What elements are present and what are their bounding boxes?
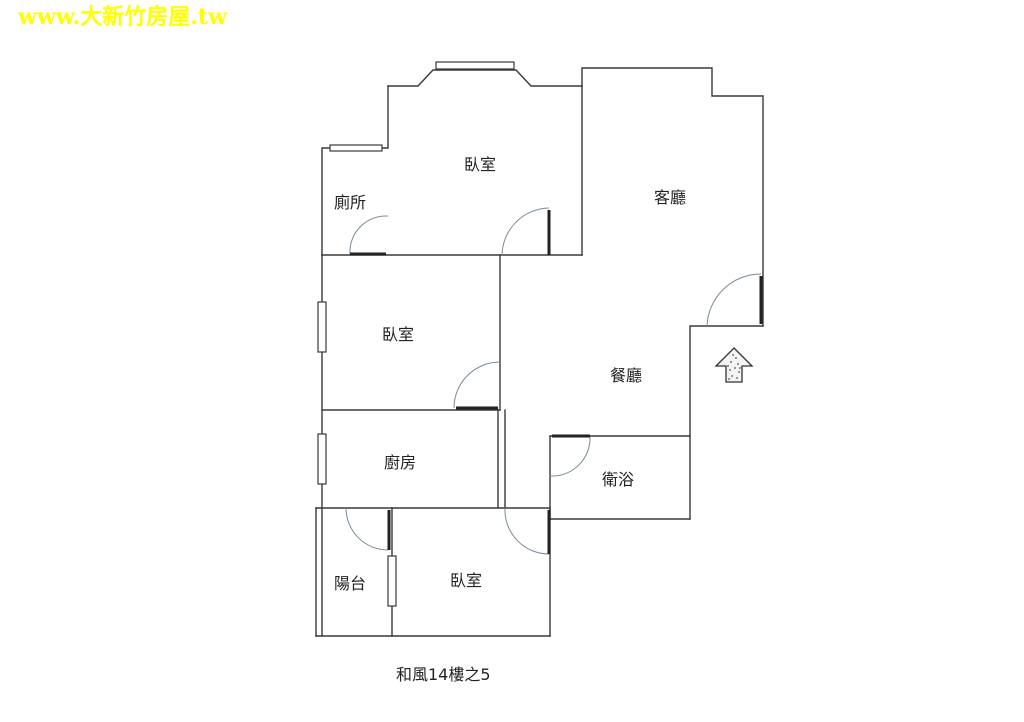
site-watermark: www.大新竹房屋.tw: [18, 4, 228, 30]
living-room-outer-wall: [581, 67, 764, 327]
window-kitchen: [317, 433, 327, 485]
walls: [315, 67, 764, 637]
room-label-toilet: 廁所: [334, 193, 367, 212]
floor-plan-caption: 和風14樓之5: [396, 665, 491, 684]
toilet-wall: [321, 85, 389, 256]
room-label-bedroom-top: 臥室: [464, 155, 497, 174]
room-label-bedroom-middle: 臥室: [382, 325, 415, 344]
doors: [345, 207, 763, 555]
door-arc-bathroom: [549, 435, 591, 477]
window-bay: [435, 61, 515, 70]
door-arc-bedroom-middle: [453, 361, 501, 409]
window-toilet: [329, 144, 383, 152]
door-arc-entrance: [706, 273, 762, 327]
room-label-kitchen: 廚房: [384, 453, 417, 472]
door-arc-balcony: [345, 507, 389, 551]
window-bedroom-middle: [317, 301, 327, 353]
bedroom-top-wall: [387, 69, 583, 87]
room-label-living-room: 客廳: [654, 188, 687, 207]
door-arc-bedroom-top: [501, 207, 550, 256]
room-label-balcony: 陽台: [334, 574, 367, 593]
room-label-bedroom-bottom: 臥室: [450, 571, 483, 590]
dining-right-wall: [689, 325, 764, 520]
room-label-dining-room: 餐廳: [610, 366, 643, 385]
windows: [317, 61, 515, 607]
door-arc-bedroom-bottom: [504, 507, 550, 555]
window-balcony-divider: [387, 555, 397, 607]
room-label-bathroom: 衛浴: [602, 470, 635, 489]
up-arrow-icon: [714, 347, 754, 383]
door-arc-toilet: [349, 215, 389, 255]
